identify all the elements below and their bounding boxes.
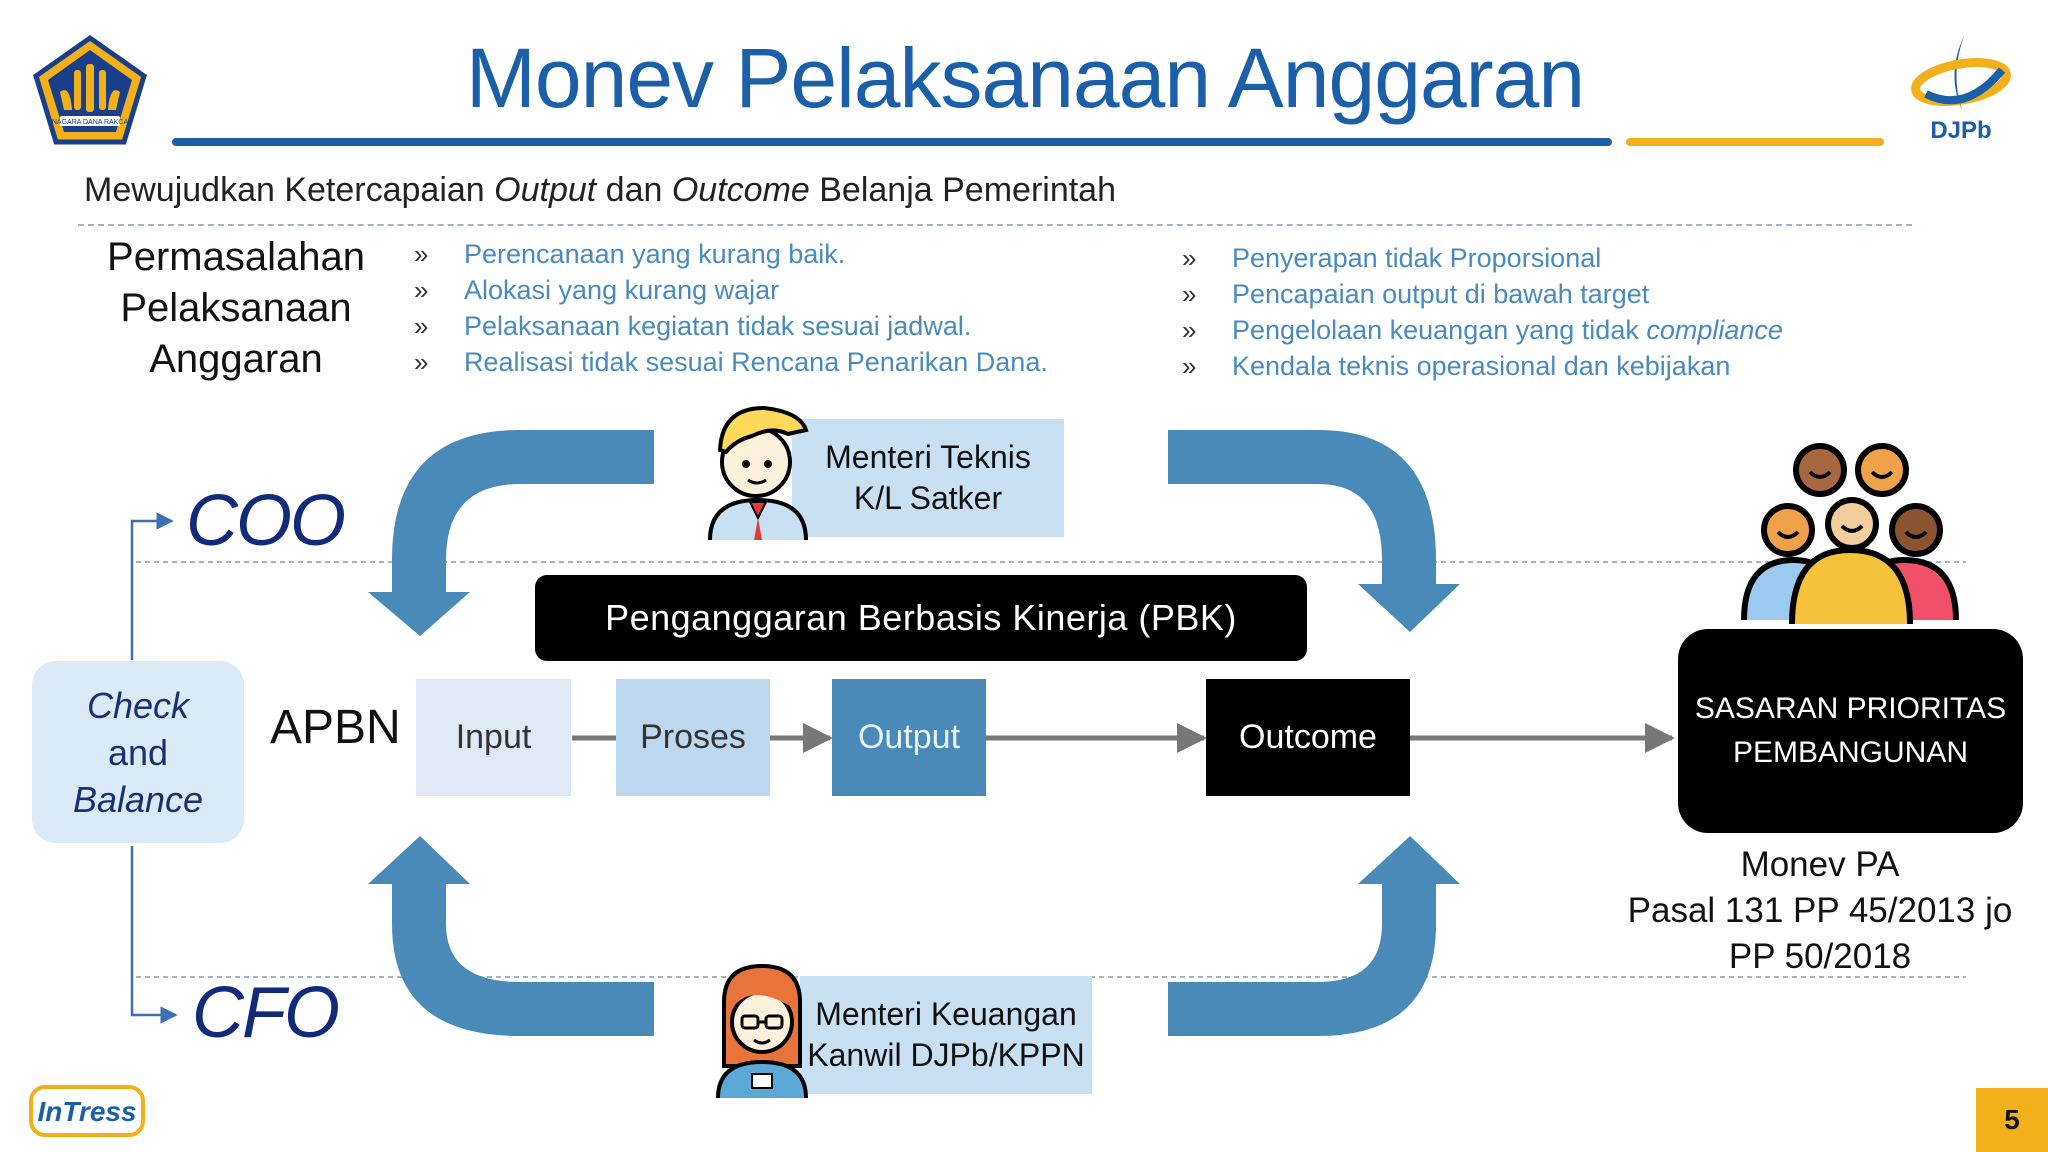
problems-heading: Permasalahan Pelaksanaan Anggaran (96, 232, 376, 385)
list-item: » Pelaksanaan kegiatan tidak sesuai jadwa… (414, 308, 1048, 344)
list-item-text: Realisasi tidak sesuai Rencana Penarikan… (464, 347, 1048, 377)
target-line: PEMBANGUNAN (1732, 736, 1969, 769)
emblem-motto: NAGARA DANA RAKCA (52, 119, 129, 126)
woman-avatar-icon (716, 963, 808, 1098)
target-line: SASARAN PRIORITAS (1694, 692, 2007, 725)
list-item-text: Kendala teknis operasional dan kebijakan (1232, 351, 1731, 381)
page-number: 5 (1976, 1088, 2048, 1152)
subtitle-part1: Mewujudkan Ketercapaian (84, 171, 495, 209)
chevron-right-icon: » (1182, 243, 1197, 273)
arrow-top-left (368, 430, 654, 636)
problems-heading-line: Permasalahan (107, 235, 365, 279)
connector-to-coo (130, 512, 174, 660)
chevron-right-icon: » (414, 311, 429, 341)
problems-list-left: » Perencanaan yang kurang baik. » Alokasi … (414, 236, 1048, 380)
problems-heading-line: Pelaksanaan (120, 286, 352, 330)
minister-bottom-box: Menteri Keuangan Kanwil DJPb/KPPN (800, 976, 1092, 1094)
list-item-text: Penyerapan tidak Proporsional (1232, 243, 1602, 273)
divider-top (78, 224, 1912, 226)
minister-bottom-line: Menteri Keuangan (815, 996, 1077, 1032)
subtitle-output: Output (494, 171, 597, 209)
list-item: » Alokasi yang kurang wajar (414, 272, 1048, 308)
apbn-label: APBN (270, 701, 401, 754)
title-underline-blue (172, 138, 1612, 146)
chevron-right-icon: » (1182, 351, 1197, 381)
flow-outcome-box: Outcome (1206, 679, 1410, 796)
page-title: Monev Pelaksanaan Anggaran (465, 31, 1585, 125)
pbk-banner: Penganggaran Berbasis Kinerja (PBK) (535, 575, 1307, 661)
check-label: Check (86, 684, 190, 726)
minister-top-box: Menteri Teknis K/L Satker (792, 419, 1064, 537)
flow-proses-box: Proses (616, 679, 770, 796)
cfo-label: CFO (192, 973, 340, 1053)
monev-line: Monev PA (1740, 845, 1900, 884)
flow-input-box: Input (416, 679, 571, 796)
list-item-text: Pelaksanaan kegiatan tidak sesuai jadwal… (464, 311, 972, 341)
djpb-logo-icon: DJPb (1911, 36, 2011, 144)
and-label: and (107, 731, 169, 773)
list-item-text: Pengelolaan keuangan yang tidak (1232, 315, 1647, 345)
chevron-right-icon: » (414, 275, 429, 305)
minister-top-line: K/L Satker (853, 480, 1003, 516)
check-balance-box: Check and Balance (32, 661, 244, 843)
monev-line: Pasal 131 PP 45/2013 jo (1627, 891, 2013, 930)
intress-logo-text: InTress (37, 1096, 136, 1127)
monev-legal-basis: Monev PA Pasal 131 PP 45/2013 jo PP 50/2… (1600, 842, 2040, 980)
monev-line: PP 50/2018 (1728, 937, 1912, 976)
balance-label: Balance (72, 778, 204, 820)
djpb-logo-text: DJPb (1930, 117, 1991, 144)
intress-logo-icon: InTress (29, 1085, 145, 1137)
people-group-icon (1741, 443, 1959, 624)
flow-output-box: Output (832, 679, 986, 796)
list-item: » Realisasi tidak sesuai Rencana Penarika… (414, 344, 1048, 380)
chevron-right-icon: » (1182, 315, 1197, 345)
list-item: » Kendala teknis operasional dan kebijaka… (1182, 348, 1783, 384)
chevron-right-icon: » (1182, 279, 1197, 309)
coo-label: COO (186, 481, 346, 561)
list-item: » Pencapaian output di bawah target (1182, 276, 1783, 312)
list-item: » Perencanaan yang kurang baik. (414, 236, 1048, 272)
problems-heading-line: Anggaran (149, 337, 323, 381)
target-box: SASARAN PRIORITAS PEMBANGUNAN (1678, 629, 2023, 833)
minister-top-line: Menteri Teknis (825, 439, 1031, 475)
subtitle-outcome: Outcome (671, 171, 810, 209)
subtitle-part3: Belanja Pemerintah (809, 171, 1116, 209)
list-item-text: Alokasi yang kurang wajar (464, 275, 780, 305)
subtitle: Mewujudkan Ketercapaian Output dan Outco… (84, 168, 1116, 212)
arrow-bottom-left (368, 836, 654, 1036)
subtitle-part2: dan (596, 171, 672, 209)
list-item-italic: compliance (1646, 315, 1783, 345)
chevron-right-icon: » (414, 347, 429, 377)
list-item-text: Pencapaian output di bawah target (1232, 279, 1650, 309)
problems-list-right: » Penyerapan tidak Proporsional » Pencapai… (1182, 240, 1783, 384)
man-avatar-icon (708, 405, 809, 540)
arrow-bottom-right (1168, 836, 1460, 1036)
arrow-top-right (1168, 430, 1460, 632)
chevron-right-icon: » (414, 239, 429, 269)
connector-to-cfo (130, 846, 178, 1024)
title-underline-yellow (1626, 138, 1884, 146)
list-item-text: Perencanaan yang kurang baik. (464, 239, 846, 269)
minister-bottom-line: Kanwil DJPb/KPPN (807, 1037, 1085, 1073)
kemenkeu-logo-icon: NAGARA DANA RAKCA (33, 34, 147, 145)
list-item: » Penyerapan tidak Proporsional (1182, 240, 1783, 276)
list-item: » Pengelolaan keuangan yang tidak complia… (1182, 312, 1783, 348)
